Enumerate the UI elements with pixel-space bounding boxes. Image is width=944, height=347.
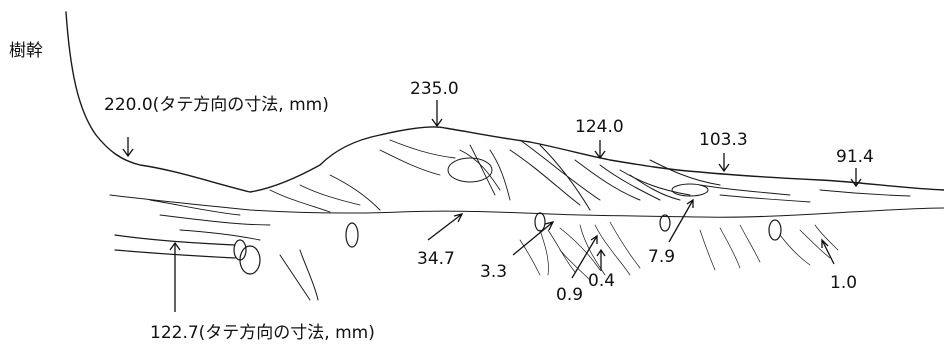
label-top-left: 220.0(タテ方向の寸法, mm) <box>104 95 329 115</box>
label-root-d: 0.4 <box>588 271 615 291</box>
arrow-peak <box>432 100 442 126</box>
label-mid-upper: 124.0 <box>575 117 624 137</box>
arrow-root-e <box>669 200 693 242</box>
root-bark-sketch <box>150 140 910 240</box>
label-root-a: 34.7 <box>417 249 455 269</box>
label-peak: 235.0 <box>410 79 459 99</box>
arrow-root-a <box>428 214 462 240</box>
label-bottom-left: 122.7(タテ方向の寸法, mm) <box>150 323 375 343</box>
arrow-mid-upper <box>595 140 605 158</box>
label-root-c: 0.9 <box>556 285 583 305</box>
arrow-root-b <box>513 222 553 255</box>
arrow-root-f <box>822 240 834 264</box>
arrow-right-upper <box>719 153 729 171</box>
label-root-b: 3.3 <box>480 262 507 282</box>
label-far-right: 91.4 <box>836 147 874 167</box>
label-root-e: 7.9 <box>648 247 675 267</box>
arrow-bottom-left <box>170 243 180 312</box>
arrow-top-left <box>123 137 133 156</box>
label-right-upper: 103.3 <box>699 130 748 150</box>
fine-roots <box>520 222 838 280</box>
label-root-f: 1.0 <box>830 273 857 293</box>
trunk-label: 樹幹 <box>9 40 43 61</box>
